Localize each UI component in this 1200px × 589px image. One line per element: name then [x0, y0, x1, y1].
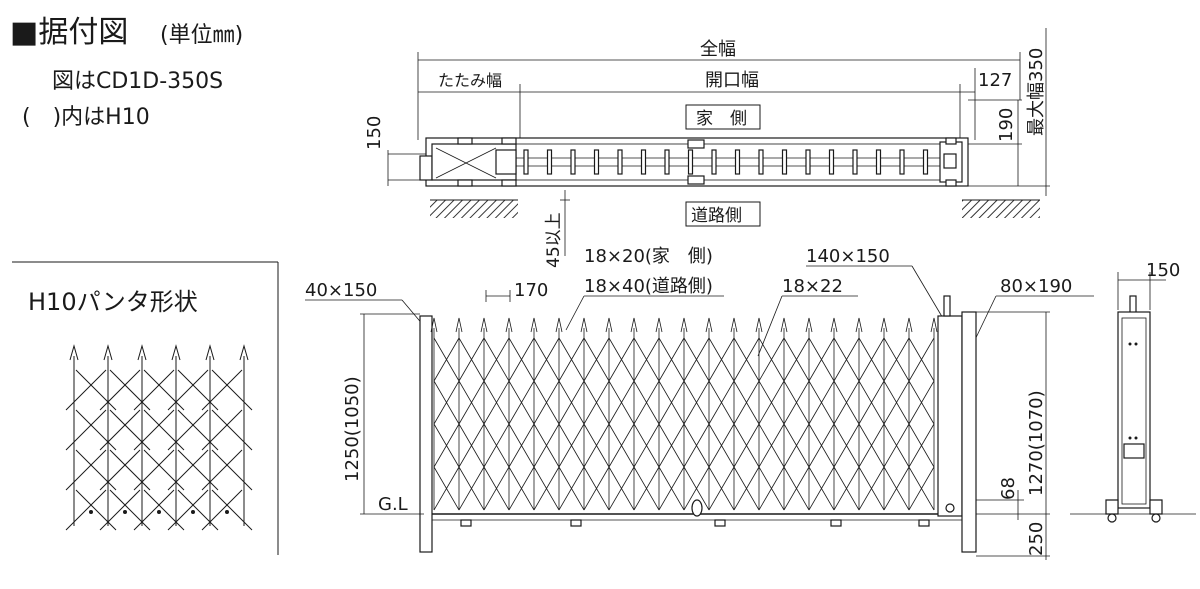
side-dim-150: 150: [1146, 260, 1180, 281]
dim-1270: 1270(1070): [1026, 390, 1047, 496]
dim-250: 250: [1026, 522, 1047, 556]
opening-width-label: 開口幅: [705, 70, 759, 91]
house-side-label: 家 側: [696, 109, 747, 129]
dim-127: 127: [978, 70, 1012, 91]
unit-label: (単位㎜): [160, 23, 243, 48]
dim-68: 68: [998, 477, 1019, 500]
elevation-view: 40×150 170 18×20(家 側) 18×40(道路側) 18×22 1…: [305, 246, 1094, 560]
gl-label: G.L: [378, 494, 408, 515]
total-width-label: 全幅: [700, 39, 736, 60]
drawing-title: ■据付図: [10, 15, 128, 50]
h10-note: ( )内はH10: [22, 105, 150, 130]
h10-pantograph-inset: H10パンタ形状: [12, 261, 279, 555]
label-18x40: 18×40(道路側): [584, 276, 713, 297]
plan-dim-45: 45以上: [544, 212, 564, 268]
label-18x22: 18×22: [782, 276, 843, 297]
model-note: 図はCD1D-350S: [52, 69, 223, 94]
road-side-box: [685, 201, 761, 227]
dim-1250: 1250(1050): [342, 376, 363, 482]
plan-view: 全幅 たたみ幅 開口幅 127 家 側: [364, 28, 1050, 268]
plan-dim-150: 150: [364, 116, 385, 150]
house-side-box: [685, 104, 761, 130]
h10-pantograph-shape: [65, 344, 253, 531]
label-80x190: 80×190: [1000, 276, 1072, 297]
side-view: 150: [1070, 260, 1196, 523]
label-18x20: 18×20(家 側): [584, 246, 713, 267]
plan-dim-max-width: 最大幅350: [1026, 48, 1047, 136]
road-side-label: 道路側: [691, 206, 742, 226]
label-40x150: 40×150: [305, 280, 377, 301]
label-170: 170: [514, 280, 548, 301]
label-140x150: 140×150: [806, 246, 890, 267]
plan-dim-190: 190: [996, 108, 1017, 142]
inset-title: H10パンタ形状: [28, 288, 198, 316]
folded-width-label: たたみ幅: [438, 71, 502, 90]
